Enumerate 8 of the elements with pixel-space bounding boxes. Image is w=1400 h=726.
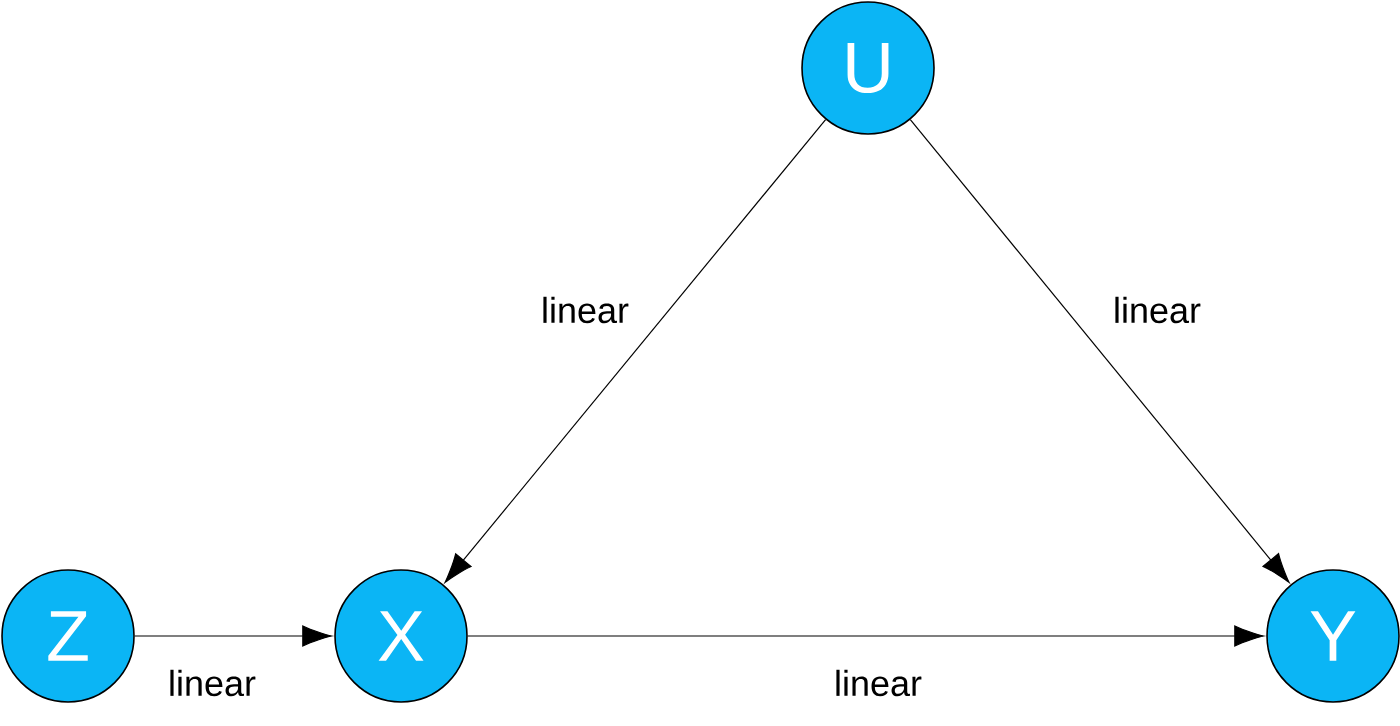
edge-label: linear xyxy=(832,667,925,699)
edge-label: linear xyxy=(539,294,632,326)
edge-label: linear xyxy=(1111,294,1204,326)
arrow xyxy=(467,625,1265,647)
arrow xyxy=(134,625,333,647)
edge-label: linear xyxy=(166,667,259,699)
arrow xyxy=(909,119,1290,583)
arrow xyxy=(444,119,827,583)
